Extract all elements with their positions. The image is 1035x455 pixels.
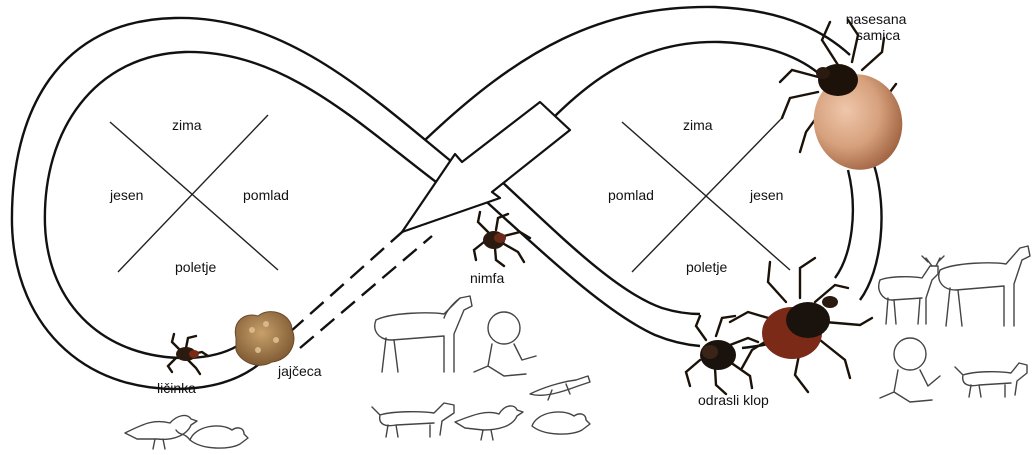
deer-icon	[879, 256, 944, 324]
adult-tick-male-icon	[686, 316, 758, 394]
season-left-right: pomlad	[243, 187, 289, 203]
stage-label-nymph: nimfa	[470, 270, 504, 286]
dashed-link-inner	[300, 236, 432, 348]
nymph-tick-icon	[474, 212, 530, 266]
lizard-icon	[530, 376, 590, 400]
egg-mass-icon	[235, 312, 294, 366]
engorged-female-tick-icon	[780, 20, 913, 180]
arrow-icon	[402, 102, 570, 232]
horse-icon	[939, 246, 1030, 326]
track-outer-left	[12, 18, 452, 389]
mouse-icon	[176, 426, 248, 448]
dog-icon	[372, 403, 454, 437]
season-left-left: jesen	[109, 187, 143, 203]
engorged-female-line1: nasesana	[846, 11, 907, 27]
track-outer-right-lower	[860, 165, 882, 300]
track-inner-left	[45, 52, 440, 358]
bird-icon	[125, 416, 197, 449]
engorged-female-line2: samica	[856, 27, 901, 43]
track-cross-a	[460, 178, 700, 346]
track-outer-right	[425, 7, 850, 140]
larva-tick-icon	[168, 334, 208, 374]
bird-icon	[455, 406, 523, 440]
stage-label-larva: ličinka	[157, 380, 196, 396]
mouse-icon	[532, 412, 590, 434]
season-right-bottom: poletje	[686, 259, 727, 275]
horse-icon	[375, 296, 472, 372]
season-left-bottom: poletje	[175, 259, 216, 275]
season-right-right: jesen	[749, 187, 783, 203]
child-icon	[880, 338, 940, 402]
stage-label-eggs: jajčeca	[277, 363, 322, 379]
adult-tick-female-icon	[730, 258, 872, 392]
stage-label-engorged-female: nasesana samica	[846, 11, 911, 43]
dog-icon	[955, 363, 1027, 397]
season-left-top: zima	[172, 117, 202, 133]
track-inner-right-lower	[835, 170, 853, 278]
season-right-top: zima	[683, 117, 713, 133]
child-icon	[474, 312, 536, 376]
stage-label-adult: odrasli klop	[698, 392, 769, 408]
season-right-left: pomlad	[608, 187, 654, 203]
